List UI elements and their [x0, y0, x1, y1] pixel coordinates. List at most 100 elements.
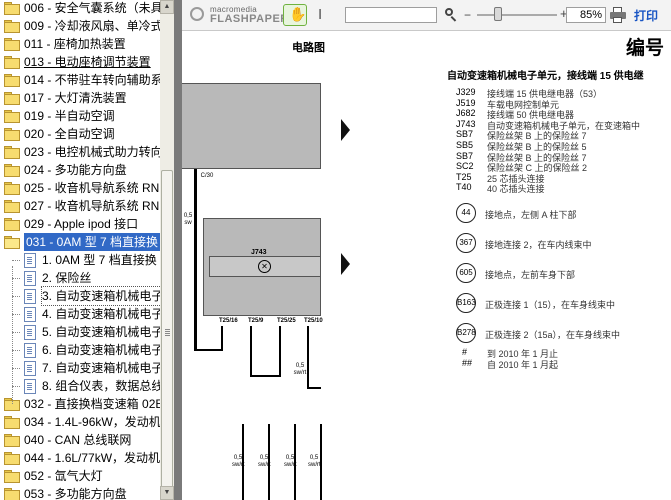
wire-bottom-4: [320, 424, 322, 500]
viewer-toolbar: macromedia FLASHPAPER ✋ I − + 85% 打印: [182, 0, 671, 31]
tree-item-label: 024 - 多功能方向盘: [24, 163, 127, 177]
tree-item-label: 023 - 电控机械式助力转向: [24, 145, 160, 159]
pin-t25-9: T25/9: [248, 318, 264, 324]
zoom-slider-thumb[interactable]: [494, 7, 502, 21]
zoom-out-button[interactable]: −: [464, 8, 472, 22]
document-icon: [24, 379, 36, 394]
legend-description: 保险丝架 B 上的保险丝 7: [487, 131, 587, 142]
connection-point-code: B163: [456, 293, 476, 313]
tree-item-label: 013 - 电动座椅调节装置: [24, 55, 151, 69]
legend-code: SB7: [456, 129, 474, 140]
connection-point-code: 44: [456, 203, 476, 223]
wire-bottom-3: [294, 424, 296, 500]
zoom-slider-track[interactable]: [477, 14, 557, 16]
wire-horizontal: [194, 349, 223, 351]
wire-t25-25: [279, 326, 281, 376]
legend-description: 车载电网控制单元: [487, 99, 560, 110]
tree-item-label: 032 - 直接换档变速箱 02E: [24, 397, 160, 411]
tree-scrollbar[interactable]: ▲ ▼: [160, 0, 174, 500]
pin-t25-16: T25/16: [219, 318, 238, 324]
find-input[interactable]: [345, 7, 437, 23]
pin-t25-25: T25/25: [277, 318, 296, 324]
legend-description: 保险丝架 C 上的保险丝 2: [487, 163, 588, 174]
wire-label-05-sw: 0,5 sw: [183, 213, 193, 226]
document-icon: [24, 361, 36, 376]
module-j743-label: J743: [251, 249, 267, 256]
tree-connector-line: [12, 278, 20, 279]
note-marker: #: [462, 347, 468, 357]
upper-component-block: [182, 83, 321, 169]
tree-connector-line: [12, 296, 20, 297]
pane-splitter[interactable]: [174, 0, 182, 500]
scroll-down-icon[interactable]: ▼: [160, 486, 174, 500]
search-icon[interactable]: [444, 8, 458, 22]
zoom-in-button[interactable]: +: [560, 6, 568, 21]
folder-open-icon: [4, 236, 20, 249]
tree-item-label: 011 - 座椅加热装置: [24, 37, 126, 51]
wire-label-bottom: 0,5 sw/rt: [258, 455, 271, 468]
tree-item-label: 040 - CAN 总线联网: [24, 433, 132, 447]
folder-icon: [4, 488, 20, 500]
connection-point-code: 605: [456, 263, 476, 283]
tree-item-label: 020 - 全自动空调: [24, 127, 115, 141]
outline-tree: 006 - 安全气囊系统（未具 009 - 冷却液风扇、单冷式 011 - 座椅加热…: [0, 0, 160, 500]
tree-item-label: 017 - 大灯清洗装置: [24, 91, 127, 105]
zoom-level-field[interactable]: 85%: [566, 7, 606, 23]
connection-point-description: 接地点，左前车身下部: [485, 270, 576, 280]
folder-icon: [4, 164, 20, 177]
folder-icon: [4, 2, 20, 15]
tree-item-label: 052 - 氙气大灯: [24, 469, 103, 483]
scroll-up-icon[interactable]: ▲: [160, 0, 174, 14]
document-icon: [24, 289, 36, 304]
tree-connector-line: [12, 386, 20, 387]
document-icon: [24, 271, 36, 286]
connection-point-description: 正极连接 1（15），在车身线束中: [485, 300, 616, 310]
page-number-label: 编号: [626, 38, 665, 59]
folder-icon: [4, 434, 20, 447]
note-description: 自 2010 年 1 月起: [487, 360, 559, 370]
wire-bottom-1: [242, 424, 244, 500]
tree-item-label: 2. 保险丝: [42, 271, 92, 285]
text-select-button[interactable]: I: [312, 4, 330, 26]
connection-point-description: 正极连接 2（15a），在车身线束中: [485, 330, 621, 340]
connection-point-description: 接地连接 2，在车内线束中: [485, 240, 592, 250]
folder-icon: [4, 416, 20, 429]
tree-item-label: 3. 自动变速箱机械电子: [40, 286, 160, 306]
folder-icon: [4, 56, 20, 69]
brand-small: macromedia: [210, 5, 258, 14]
legend-description: 接线端 15 供电继电器（53）: [487, 89, 603, 99]
hand-tool-button[interactable]: ✋: [283, 4, 307, 26]
tree-connector-line: [12, 314, 20, 315]
printer-icon[interactable]: [610, 7, 626, 23]
wire-label-05-swrt: 0,5 sw/rt: [293, 363, 307, 376]
legend-code: SB7: [456, 150, 474, 161]
folder-icon: [4, 452, 20, 465]
wire-t25-16: [221, 326, 223, 350]
tree-item-label: 025 - 收音机导航系统 RN: [24, 181, 160, 195]
tree-item-label: 029 - Apple ipod 接口: [24, 217, 139, 231]
tree-item-label: 006 - 安全气囊系统（未具: [24, 1, 160, 15]
wire-label-bottom: 0,5 sw/rt: [284, 455, 297, 468]
note-marker: ##: [462, 358, 473, 368]
tree-connector-line: [12, 350, 20, 351]
wire-horizontal: [307, 387, 321, 389]
tree-item-label: 014 - 不带驻车转向辅助系: [24, 73, 160, 87]
wire-bottom-2: [268, 424, 270, 500]
wire-t25-9: [250, 326, 252, 376]
folder-icon: [4, 38, 20, 51]
grip-icon: [165, 329, 170, 330]
legend-code: J329: [456, 87, 476, 97]
folder-icon: [4, 146, 20, 159]
control-unit-symbol-icon: ✕: [258, 260, 271, 273]
wire-label-c30: C/30: [200, 173, 214, 179]
tree-item-label: 009 - 冷却液风扇、单冷式: [24, 19, 160, 33]
scrollbar-thumb[interactable]: [161, 170, 173, 496]
tree-item-label: 053 - 多功能方向盘: [24, 487, 127, 500]
folder-icon: [4, 128, 20, 141]
tree-item-label: 7. 自动变速箱机械电子: [42, 361, 160, 375]
folder-icon: [4, 182, 20, 195]
tree-item-label: 6. 自动变速箱机械电子: [42, 343, 160, 357]
print-button[interactable]: 打印: [634, 9, 659, 23]
folder-icon: [4, 110, 20, 123]
i-beam-icon: I: [318, 6, 323, 23]
